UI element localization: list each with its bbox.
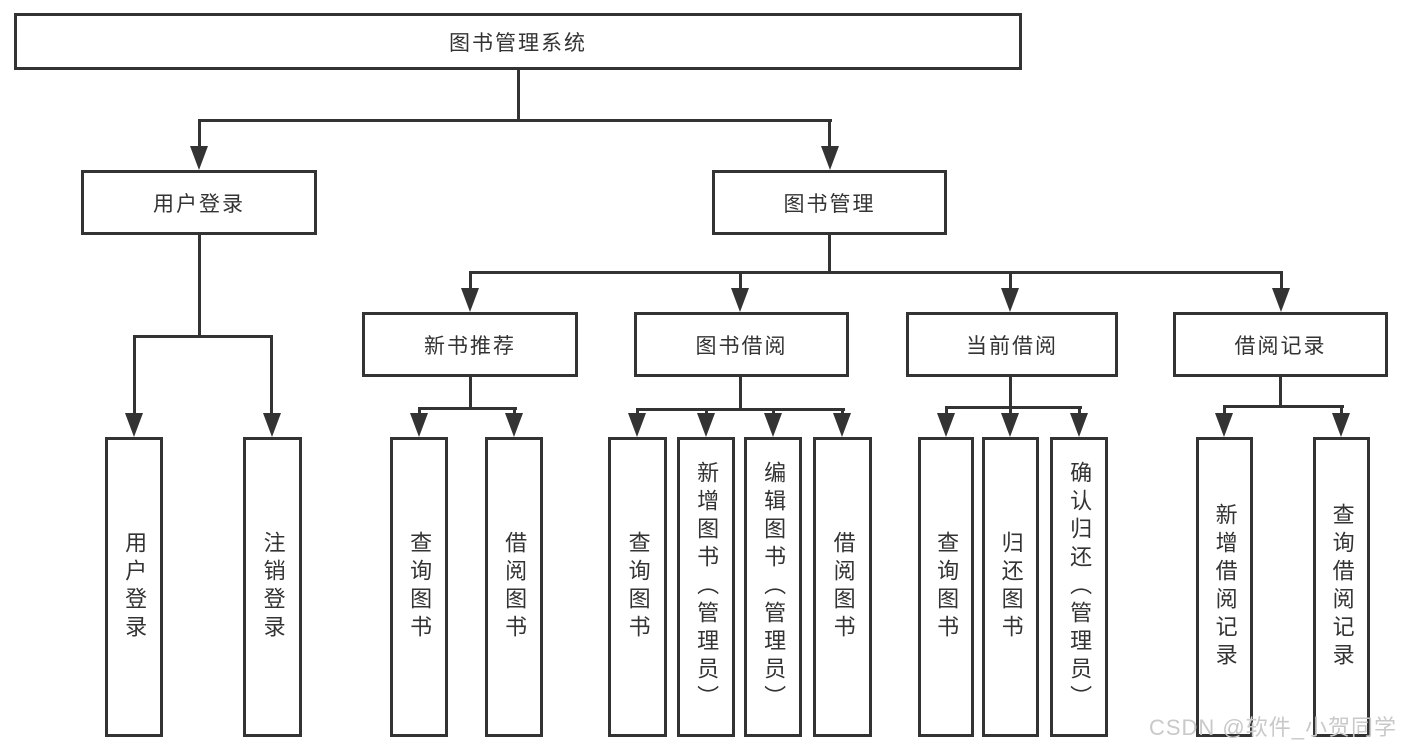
leaf-label: 用户登录 bbox=[122, 531, 148, 643]
node-label: 用户登录 bbox=[153, 192, 245, 216]
connector-line bbox=[1009, 271, 1012, 290]
connector-line bbox=[1009, 406, 1012, 415]
leaf-label: 确认归还（管理员） bbox=[1067, 461, 1093, 713]
arrow-down-icon bbox=[821, 146, 839, 170]
arrow-down-icon bbox=[833, 413, 851, 437]
arrow-down-icon bbox=[1215, 413, 1233, 437]
leaf-cb-query-books: 查询图书 bbox=[918, 437, 974, 737]
arrow-down-icon bbox=[1272, 288, 1290, 312]
arrow-down-icon bbox=[505, 413, 523, 437]
watermark: CSDN @软件_小贺同学 bbox=[1148, 715, 1397, 740]
leaf-label: 借阅图书 bbox=[830, 531, 856, 643]
connector-line bbox=[841, 408, 844, 415]
arrow-down-icon bbox=[1332, 413, 1350, 437]
leaf-label: 查询图书 bbox=[625, 531, 651, 643]
connector-line bbox=[1280, 271, 1283, 290]
leaf-cb-return-books: 归还图书 bbox=[982, 437, 1039, 737]
arrow-down-icon bbox=[1001, 413, 1019, 437]
node-label: 借阅记录 bbox=[1234, 334, 1327, 358]
connector-line bbox=[772, 408, 775, 415]
connector-line bbox=[1223, 405, 1344, 408]
leaf-label: 查询图书 bbox=[934, 531, 960, 643]
arrow-down-icon bbox=[263, 413, 281, 437]
connector-line bbox=[739, 377, 742, 408]
connector-line bbox=[636, 408, 639, 415]
leaf-user-login: 用户登录 bbox=[105, 437, 163, 737]
connector-line bbox=[828, 235, 831, 271]
connector-line bbox=[198, 119, 201, 149]
arrow-down-icon bbox=[125, 413, 143, 437]
arrow-down-icon bbox=[937, 413, 955, 437]
node-label: 当前借阅 bbox=[966, 334, 1058, 358]
leaf-label: 新增图书（管理员） bbox=[694, 461, 720, 713]
connector-line bbox=[513, 407, 516, 415]
connector-line bbox=[469, 271, 472, 290]
connector-line bbox=[1078, 406, 1081, 415]
connector-line bbox=[418, 407, 421, 415]
connector-line bbox=[517, 70, 520, 119]
leaf-logout: 注销登录 bbox=[243, 437, 302, 737]
node-user-login: 用户登录 bbox=[81, 170, 317, 235]
node-label: 图书管理系统 bbox=[449, 31, 587, 55]
node-book-management: 图书管理 bbox=[712, 170, 947, 235]
connector-line bbox=[1340, 405, 1343, 415]
connector-line bbox=[198, 235, 201, 335]
connector-line bbox=[828, 119, 831, 149]
arrow-down-icon bbox=[697, 413, 715, 437]
connector-line bbox=[945, 406, 948, 415]
leaf-br-add-record: 新增借阅记录 bbox=[1196, 437, 1253, 737]
node-borrow-records: 借阅记录 bbox=[1173, 312, 1388, 377]
leaf-bb-edit-books-admin: 编辑图书（管理员） bbox=[744, 437, 802, 737]
leaf-br-query-record: 查询借阅记录 bbox=[1313, 437, 1370, 737]
leaf-label: 查询图书 bbox=[407, 531, 433, 643]
connector-line bbox=[1279, 377, 1282, 405]
connector-line bbox=[945, 406, 1082, 409]
arrow-down-icon bbox=[628, 413, 646, 437]
node-label: 新书推荐 bbox=[424, 334, 516, 358]
connector-line bbox=[133, 335, 136, 415]
leaf-label: 编辑图书（管理员） bbox=[761, 461, 787, 713]
node-library-system: 图书管理系统 bbox=[14, 13, 1022, 70]
leaf-bb-add-books-admin: 新增图书（管理员） bbox=[677, 437, 735, 737]
arrow-down-icon bbox=[731, 288, 749, 312]
leaf-label: 新增借阅记录 bbox=[1212, 503, 1238, 671]
connector-line bbox=[739, 271, 742, 290]
leaf-label: 查询借阅记录 bbox=[1329, 503, 1355, 671]
connector-line bbox=[198, 119, 832, 122]
connector-line bbox=[469, 377, 472, 407]
leaf-cb-confirm-return-admin: 确认归还（管理员） bbox=[1050, 437, 1108, 737]
leaf-nb-borrow-books: 借阅图书 bbox=[485, 437, 543, 737]
arrow-down-icon bbox=[190, 146, 208, 170]
arrow-down-icon bbox=[764, 413, 782, 437]
arrow-down-icon bbox=[1070, 413, 1088, 437]
leaf-label: 归还图书 bbox=[998, 531, 1024, 643]
arrow-down-icon bbox=[410, 413, 428, 437]
connector-line bbox=[705, 408, 708, 415]
node-book-borrow: 图书借阅 bbox=[634, 312, 849, 377]
connector-line bbox=[636, 408, 845, 411]
connector-line bbox=[418, 407, 517, 410]
connector-line bbox=[133, 335, 273, 338]
arrow-down-icon bbox=[461, 288, 479, 312]
node-new-book-recommend: 新书推荐 bbox=[362, 312, 578, 377]
leaf-nb-query-books: 查询图书 bbox=[390, 437, 448, 737]
connector-line bbox=[469, 271, 1283, 274]
leaf-label: 借阅图书 bbox=[502, 531, 528, 643]
leaf-bb-query-books: 查询图书 bbox=[608, 437, 667, 737]
connector-line bbox=[1009, 377, 1012, 406]
connector-line bbox=[270, 335, 273, 415]
leaf-label: 注销登录 bbox=[260, 531, 286, 643]
connector-line bbox=[1223, 405, 1226, 415]
node-current-borrow: 当前借阅 bbox=[906, 312, 1118, 377]
node-label: 图书借阅 bbox=[695, 334, 788, 358]
node-label: 图书管理 bbox=[783, 192, 876, 216]
arrow-down-icon bbox=[1001, 288, 1019, 312]
leaf-bb-borrow-books: 借阅图书 bbox=[813, 437, 872, 737]
